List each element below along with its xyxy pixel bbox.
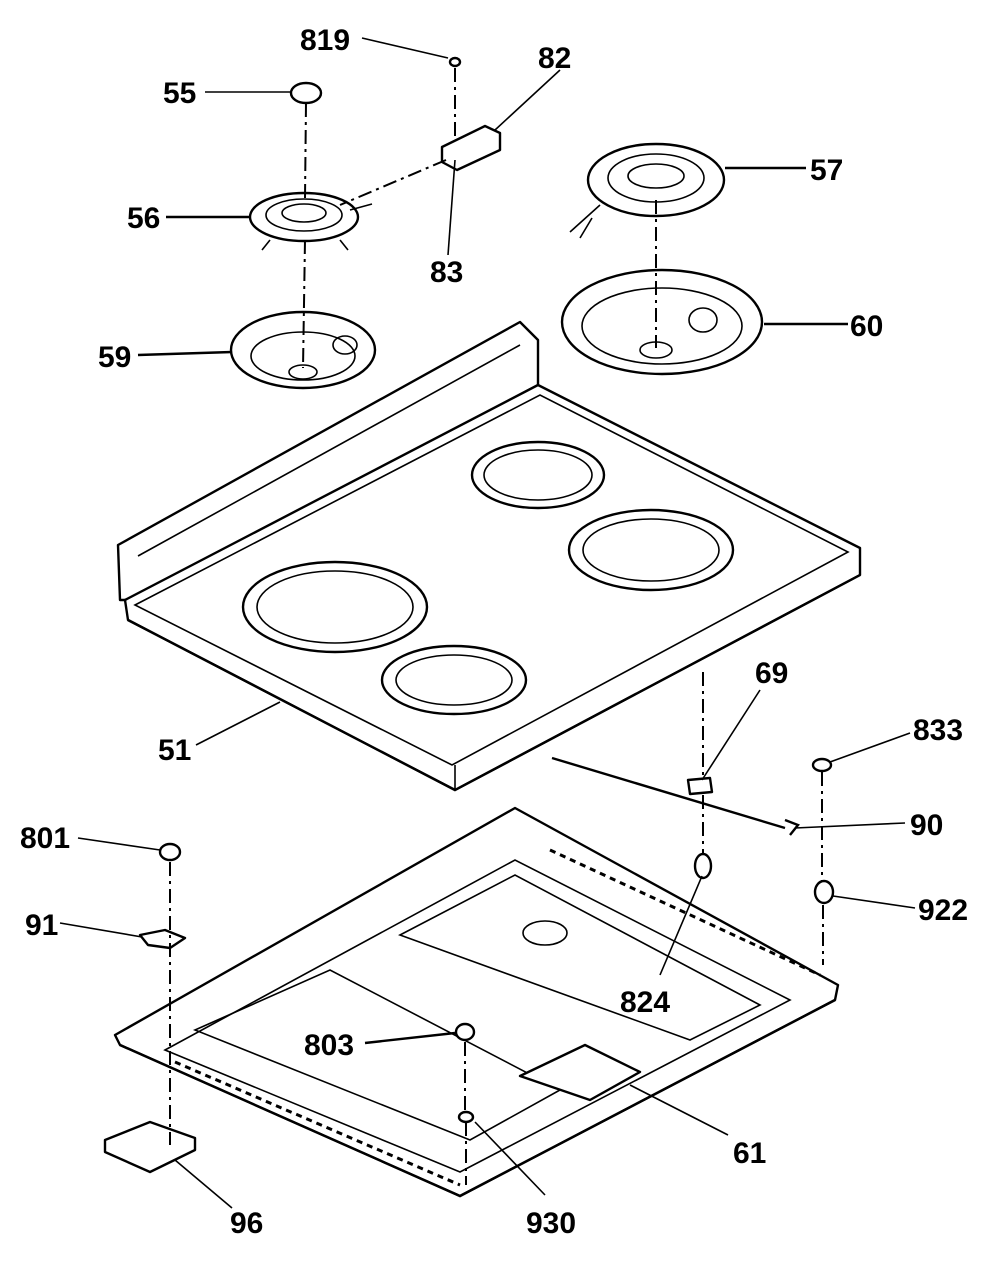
knob-part-55 <box>289 81 323 105</box>
surface-unit-part-56 <box>248 191 373 251</box>
label-824: 824 <box>620 986 670 1019</box>
rod-part-90 <box>551 756 800 836</box>
screw-part-922 <box>813 879 835 905</box>
label-82: 82 <box>538 42 571 75</box>
clip-part-91 <box>138 928 187 950</box>
label-57: 57 <box>810 154 843 187</box>
screw-part-801 <box>158 842 182 862</box>
label-801: 801 <box>20 822 70 855</box>
label-61: 61 <box>733 1137 766 1170</box>
terminal-block-part-82 <box>440 124 502 172</box>
label-819: 819 <box>300 24 350 57</box>
screw-part-803 <box>454 1022 476 1042</box>
screw-part-833 <box>811 757 833 773</box>
screw-part-824 <box>693 852 713 880</box>
label-59: 59 <box>98 341 131 374</box>
screw-part-930 <box>457 1110 475 1124</box>
label-60: 60 <box>850 310 883 343</box>
label-833: 833 <box>913 714 963 747</box>
clip-part-69 <box>686 776 714 796</box>
cooktop-part-51 <box>116 320 862 792</box>
label-96: 96 <box>230 1207 263 1240</box>
label-51: 51 <box>158 734 191 767</box>
label-922: 922 <box>918 894 968 927</box>
bracket-part-96 <box>103 1120 197 1174</box>
screw-part-819 <box>448 56 462 68</box>
label-56: 56 <box>127 202 160 235</box>
label-55: 55 <box>163 77 196 110</box>
label-930: 930 <box>526 1207 576 1240</box>
label-90: 90 <box>910 809 943 842</box>
surface-unit-part-57 <box>569 142 726 239</box>
part-labels: 819 82 55 57 56 83 59 60 69 833 51 801 9… <box>20 24 968 1240</box>
drip-pan-part-60 <box>560 268 764 376</box>
label-91: 91 <box>25 909 58 942</box>
label-803: 803 <box>304 1029 354 1062</box>
label-83: 83 <box>430 256 463 289</box>
leader-lines <box>59 37 916 1209</box>
burner-box-part-61 <box>113 806 840 1198</box>
label-69: 69 <box>755 657 788 690</box>
assembly-lines <box>169 68 824 1185</box>
